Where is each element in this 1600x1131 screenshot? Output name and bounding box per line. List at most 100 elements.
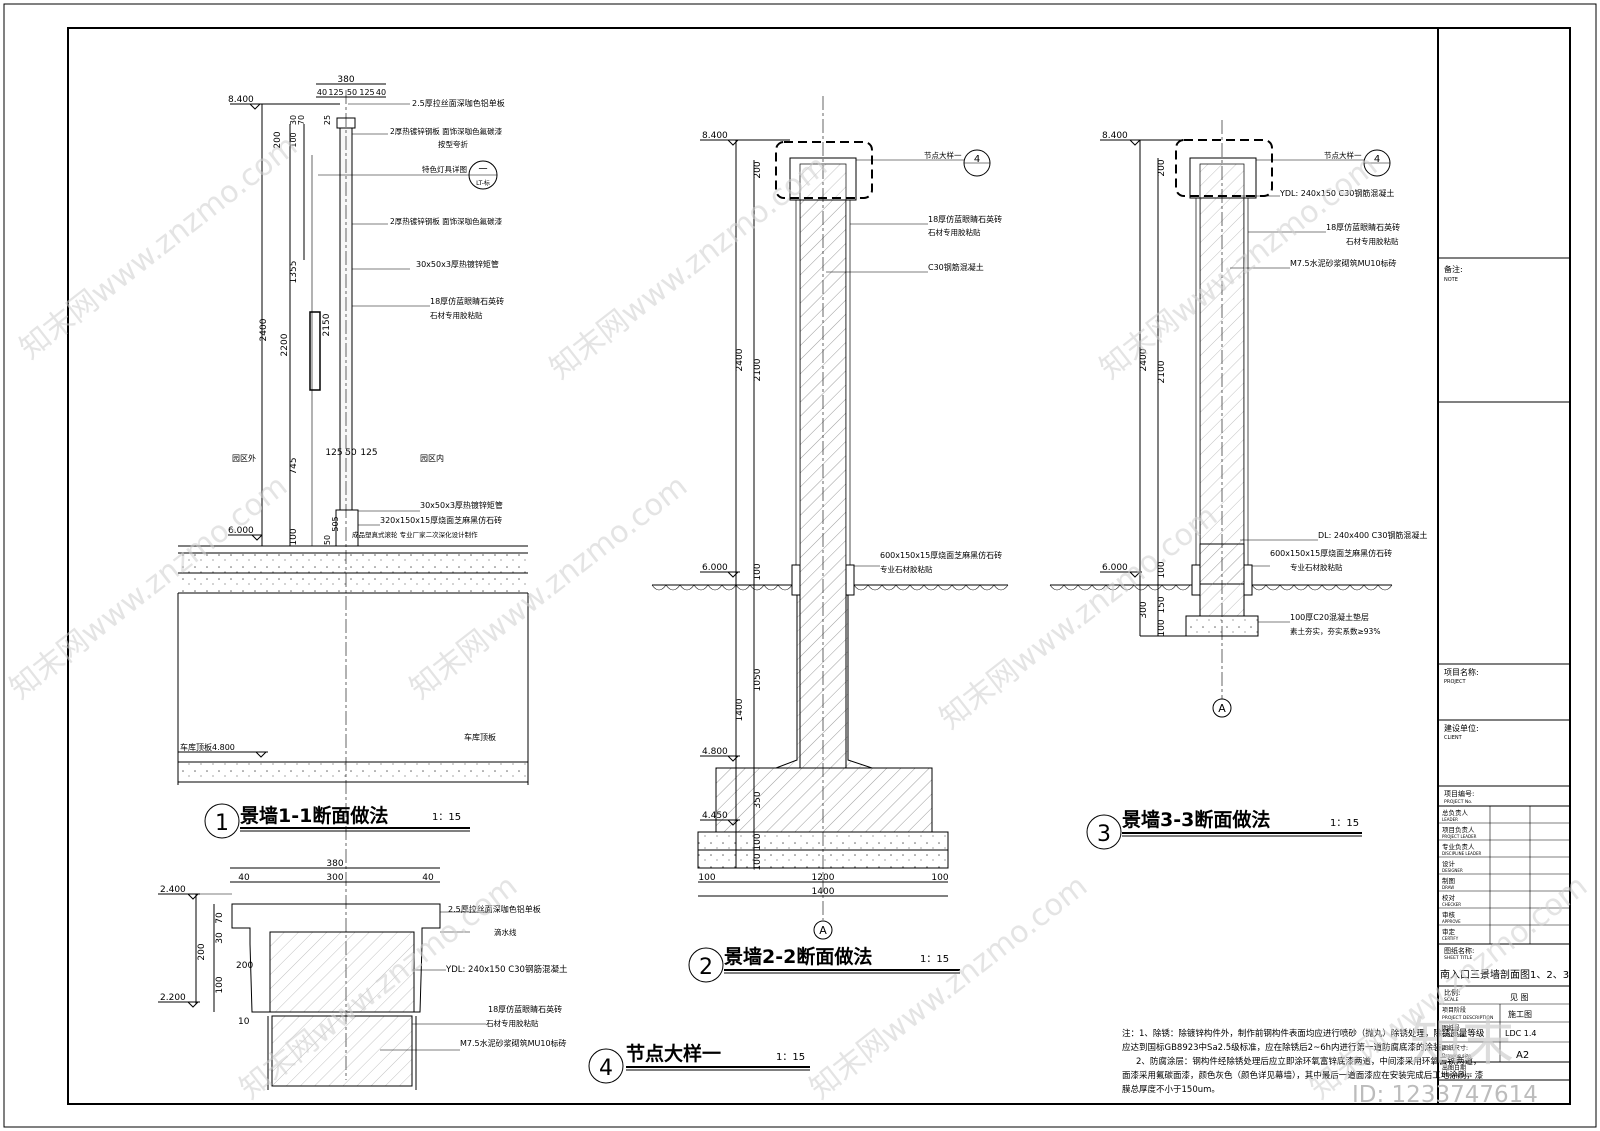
- tb-desc-en: PROJECT DESCRIPTION: [1442, 1015, 1493, 1021]
- s1-dim-top-5: 40: [376, 88, 386, 97]
- tb-scale-en: SCALE: [1444, 997, 1459, 1003]
- s1-dim-left-100: 100: [289, 528, 299, 545]
- tb-scale-cn: 比例:: [1444, 988, 1460, 997]
- tb-sheettitle-cn: 图纸名称:: [1444, 946, 1474, 955]
- s2-dim-b-1400: 1400: [812, 887, 835, 897]
- section-3-3: [1049, 120, 1393, 718]
- watermark-text-7: 知末网www.znzmo.com: [803, 868, 1094, 1106]
- s1-elev-ground-label: 6.000: [228, 526, 254, 536]
- s1-dim-small-50: 50: [323, 535, 332, 545]
- s1-base-layer: [178, 573, 528, 593]
- s1-dim-top-total: 380: [337, 75, 354, 85]
- notes-line-0: 注：1、除锈：除镀锌构件外，制作前钢构件表面均应进行喷砂（抛丸）除锈处理，除锈质…: [1122, 1028, 1485, 1039]
- s4-beam: [269, 931, 415, 1013]
- s2-callout-1: 石材专用胶粘贴: [928, 227, 981, 237]
- s1-callout-2: 按型夸折: [438, 139, 468, 149]
- tb-desc-cn: 项目阶段: [1442, 1006, 1466, 1014]
- s1-title-block: 1 景墙1-1断面做法 1：15: [204, 803, 470, 839]
- s3-callout-4: DL: 240x400 C30钢筋混凝土: [1318, 530, 1427, 540]
- tb-projno-cn: 项目编号:: [1444, 789, 1474, 798]
- tb-row-en-2: DISCIPLINE LEADER: [1442, 851, 1481, 856]
- s4-callout-5: M7.5水泥砂浆砌筑MU10标砖: [460, 1038, 567, 1048]
- s2-elev-footing-label: 4.800: [702, 747, 728, 757]
- watermark-text-1: 知末网www.znzmo.com: [543, 148, 834, 386]
- s1-garage-slab-label: 车库顶板: [464, 732, 496, 742]
- s3-axis-label: A: [1218, 702, 1226, 715]
- s2-dim-b-1200: 1200: [812, 873, 835, 883]
- tb-date-cn: 出图日期: [1442, 1064, 1466, 1072]
- tb-project-cn: 项目名称:: [1444, 667, 1479, 677]
- s3-callout-3: M7.5水泥砂浆砌筑MU10标砖: [1290, 258, 1397, 268]
- s3-node-num: 4: [1374, 154, 1380, 165]
- s4-dim-top-300: 300: [326, 873, 343, 883]
- s3-elev-top: [1100, 139, 1142, 146]
- s1-detail-sheet: LT-标: [476, 179, 490, 187]
- tb-desc-val: 施工图: [1508, 1009, 1532, 1019]
- s1-elev-ground: [228, 534, 263, 541]
- s1-callout-8: 30x50x3厚热镀锌矩管: [420, 500, 503, 510]
- s2-node-num: 4: [974, 154, 980, 165]
- s3-dim-300: 300: [1139, 601, 1149, 618]
- s2-dim-100a: 100: [753, 563, 763, 580]
- s2-cladding-right: [845, 199, 851, 591]
- s2-axis-label: A: [819, 924, 827, 937]
- s4-elev-top-label: 2.400: [160, 885, 186, 895]
- notes-line-4: 膜总厚度不小于150um。: [1122, 1084, 1220, 1095]
- watermark-logo: 知末: [1410, 1013, 1514, 1073]
- s3-node-dash: [1175, 139, 1273, 197]
- section-2-2: [651, 96, 1009, 940]
- node-detail-1: [158, 867, 490, 1090]
- s1-dim-left-2200: 2200: [280, 333, 290, 356]
- tb-note-cn: 备注:: [1444, 264, 1463, 274]
- s2-dim-1400: 1400: [735, 698, 745, 721]
- s1-dim-small-70: 70: [297, 115, 306, 125]
- s2-elev-top-label: 8.400: [702, 131, 728, 141]
- s2-title-block: 2 景墙2-2断面做法 1：15: [688, 945, 960, 983]
- tb-row-en-7: CERTIFY: [1442, 936, 1459, 941]
- tb-row-en-4: DRAW: [1442, 885, 1454, 890]
- s1-title-scale: 1：15: [432, 812, 461, 823]
- s3-callout-5: 600x150x15厚烧面芝麻黑仿石砖: [1270, 548, 1392, 558]
- s3-callout-1: 18厚仿蓝眼睛石英砖: [1326, 222, 1400, 232]
- s3-dim-150: 150: [1157, 596, 1167, 613]
- s1-title-num: 1: [215, 811, 229, 836]
- tb-row-en-1: PROJECT LEADER: [1442, 834, 1477, 839]
- s1-callout-3: 特色灯具详图: [422, 164, 467, 174]
- tb-row-cn-2: 专业负责人: [1442, 842, 1475, 851]
- s1-dim-mid-50: 50: [345, 448, 357, 458]
- s2-callout-0: 18厚仿蓝眼睛石英砖: [928, 214, 1002, 224]
- s1-dim-small-30: 30: [289, 115, 298, 125]
- s1-dim-left-2400: 2400: [259, 318, 269, 341]
- s3-dim-100b: 100: [1157, 619, 1167, 636]
- tb-scale-val: 见 图: [1510, 993, 1529, 1002]
- s4-dim-top-40b: 40: [422, 873, 434, 883]
- s3-title-num: 3: [1097, 822, 1111, 847]
- s3-node-ref: 节点大样一: [1324, 150, 1362, 160]
- s2-cladding-left: [795, 199, 801, 591]
- s4-dim-top-380: 380: [326, 859, 343, 869]
- tb-row-cn-1: 项目负责人: [1442, 825, 1475, 834]
- s3-elev-ground-label: 6.000: [1102, 563, 1128, 573]
- s1-callout-10: 成品塑真式滚轮 专业厂家二次深化设计制作: [352, 530, 478, 539]
- s2-node-ref: 节点大样一: [924, 150, 962, 160]
- s3-axis-bubble: [1212, 698, 1232, 718]
- tb-row-cn-0: 总负责人: [1442, 808, 1469, 817]
- s1-callout-1: 2厚热镀锌钢板 面饰深咖色氟碳漆: [390, 126, 503, 136]
- s4-title-num: 4: [599, 1056, 613, 1081]
- s4-callout-4: 石材专用胶粘贴: [486, 1018, 539, 1028]
- tb-row-cn-4: 制图: [1442, 876, 1455, 885]
- s4-dim-100: 100: [215, 976, 225, 993]
- s1-dim-top-1: 40: [317, 88, 327, 97]
- notes-line-3: 面漆采用氟碳面漆，颜色灰色（颜色详见幕墙），其中最后一道面漆应在安装完成后工地涂…: [1122, 1070, 1484, 1081]
- s4-title-scale: 1：15: [776, 1052, 805, 1063]
- tb-projno-en: PROJECT No.: [1444, 799, 1472, 805]
- s2-elev-footing: [700, 755, 740, 762]
- s2-title: 景墙2-2断面做法: [724, 945, 872, 968]
- s1-dim-top-2: 125: [328, 88, 343, 97]
- notes-line-2: 2、防腐涂层：钢构件经除锈处理后应立即涂环氧富锌底漆两道，中间漆采用环氧云铁两道…: [1136, 1056, 1481, 1067]
- tb-size-cn: 图纸尺寸:: [1442, 1044, 1468, 1052]
- s2-elev-base-label: 4.450: [702, 811, 728, 821]
- s1-elev-garage: [178, 751, 268, 758]
- tb-row-cn-5: 校对: [1442, 893, 1456, 902]
